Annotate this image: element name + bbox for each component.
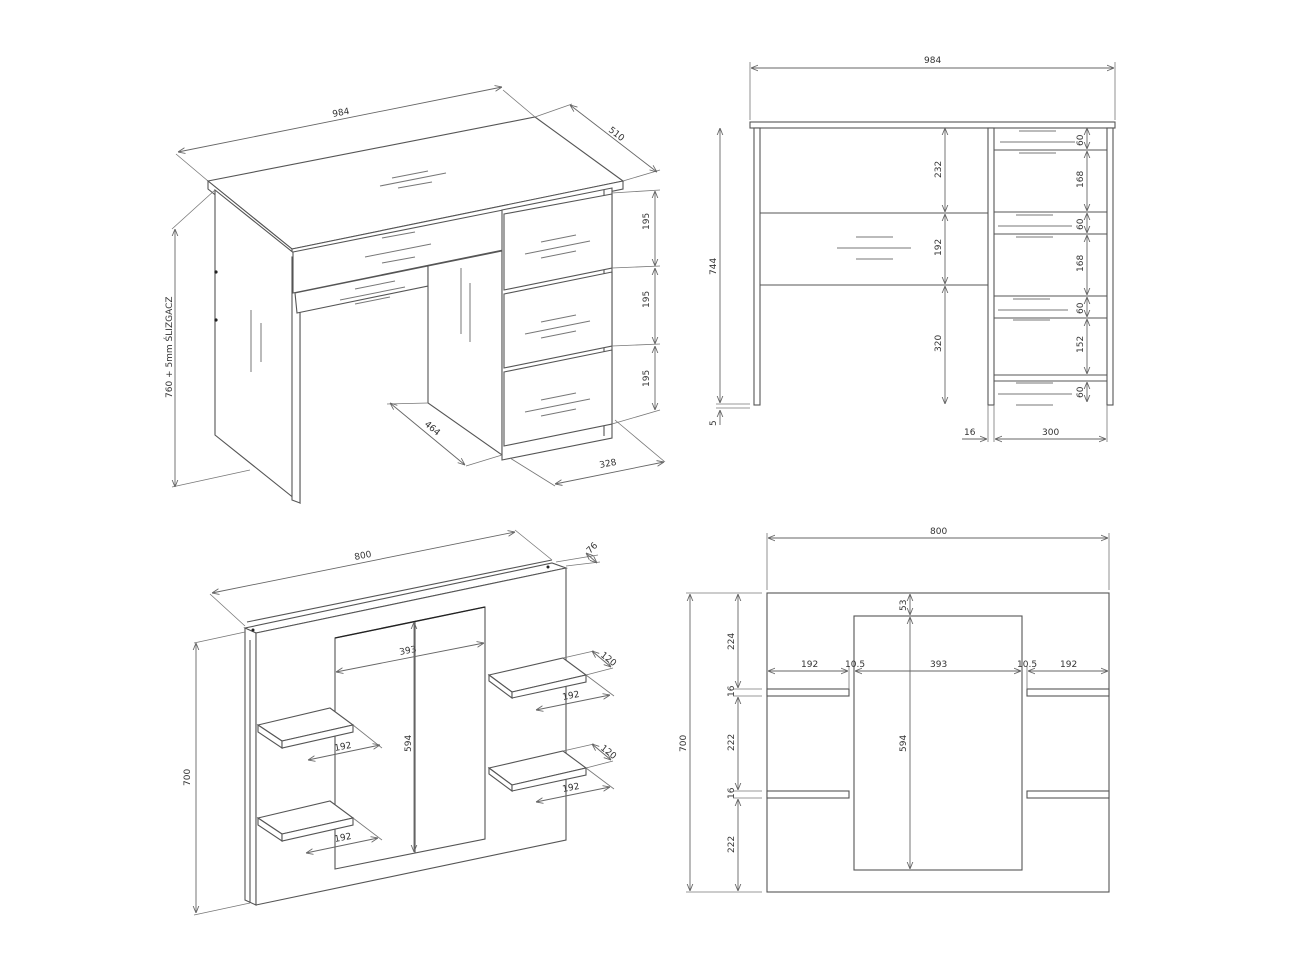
shelf-label-4: 192 xyxy=(562,782,581,795)
mirror-height-label: 700 xyxy=(183,769,193,786)
vertical-label-2: 16 xyxy=(727,685,737,697)
desk-iso-dimensions: 984 510 760 + 5mm ŚLIZGACZ 195 195 195 4… xyxy=(163,87,666,488)
front-shelf-width-right-label: 192 xyxy=(1060,660,1077,670)
desk-front-drawers xyxy=(994,130,1107,406)
top-gap-label: 53 xyxy=(899,600,909,611)
desk-depth-label: 510 xyxy=(606,125,626,144)
right-height-label-3: 60 xyxy=(1076,218,1086,230)
shelf-label-3: 192 xyxy=(562,690,581,703)
side-thickness-label: 16 xyxy=(964,428,976,438)
vertical-label-1: 224 xyxy=(727,633,737,650)
vertical-label-3: 222 xyxy=(727,734,737,751)
gap-right-label: 10.5 xyxy=(1017,660,1037,670)
front-shelf-width-left-label: 192 xyxy=(801,660,818,670)
vertical-label-4: 16 xyxy=(727,787,737,799)
mirror-glass-height-label: 594 xyxy=(404,735,414,752)
right-height-label-1: 60 xyxy=(1076,134,1086,146)
right-height-label-4: 168 xyxy=(1076,255,1086,272)
front-shelf-right-upper xyxy=(1026,688,1110,697)
shelf-depth-label-2: 120 xyxy=(598,743,618,762)
front-shelf-left-lower xyxy=(766,790,850,799)
front-shelf-right-lower xyxy=(1026,790,1110,799)
center-height-label-1: 232 xyxy=(934,161,944,178)
front-mirror-width-label: 393 xyxy=(930,660,947,670)
vertical-label-5: 222 xyxy=(727,836,737,853)
desk-front-view: 984 744 5 232 192 320 60 168 60 168 60 xyxy=(709,56,1116,442)
mirror-front-glass xyxy=(853,615,1023,871)
shelf-depth-label-1: 120 xyxy=(598,650,618,669)
gap-left-label: 10.5 xyxy=(845,660,865,670)
shelf-label-1: 192 xyxy=(334,741,353,754)
front-width-label: 984 xyxy=(924,56,941,66)
mirror-front-view: 800 700 53 594 192 10.5 393 10.5 192 xyxy=(679,527,1110,893)
desk-isometric-view: 984 510 760 + 5mm ŚLIZGACZ 195 195 195 4… xyxy=(163,87,666,505)
front-mirror-height-label: 594 xyxy=(899,735,909,752)
front-shelf-left-upper xyxy=(766,688,850,697)
right-height-label-5: 60 xyxy=(1076,302,1086,314)
center-height-label-3: 320 xyxy=(934,335,944,352)
right-height-label-2: 168 xyxy=(1076,171,1086,188)
mirror-width-label: 800 xyxy=(354,550,373,563)
center-height-label-2: 192 xyxy=(934,239,944,256)
drawer-height-label-3: 195 xyxy=(642,370,652,387)
desk-front-top xyxy=(749,121,1116,129)
drawer-height-label-1: 195 xyxy=(642,213,652,230)
desk-width-label: 984 xyxy=(332,107,351,120)
front-height-label: 744 xyxy=(709,258,719,275)
mirror-front-width-label: 800 xyxy=(930,527,947,537)
mirror-front-height-label: 700 xyxy=(679,735,689,752)
knee-depth-label: 464 xyxy=(422,420,442,439)
right-height-label-6: 152 xyxy=(1076,336,1086,353)
mirror-shelves xyxy=(256,657,588,843)
right-height-label-7: 60 xyxy=(1076,386,1086,398)
shelf-label-2: 192 xyxy=(334,832,353,845)
cabinet-front-width-label: 300 xyxy=(1042,428,1059,438)
drawer-height-label-2: 195 xyxy=(642,291,652,308)
desk-height-label: 760 + 5mm ŚLIZGACZ xyxy=(163,296,175,398)
cabinet-width-label: 328 xyxy=(599,458,618,471)
mirror-front-dimensions: 800 700 53 594 192 10.5 393 10.5 192 xyxy=(679,527,1110,893)
desk-front-dimensions: 984 744 5 232 192 320 60 168 60 168 60 xyxy=(709,56,1116,442)
glide-height-label: 5 xyxy=(709,420,719,426)
mirror-isometric-view: 800 76 700 393 594 192 192 192 1 xyxy=(183,529,618,916)
